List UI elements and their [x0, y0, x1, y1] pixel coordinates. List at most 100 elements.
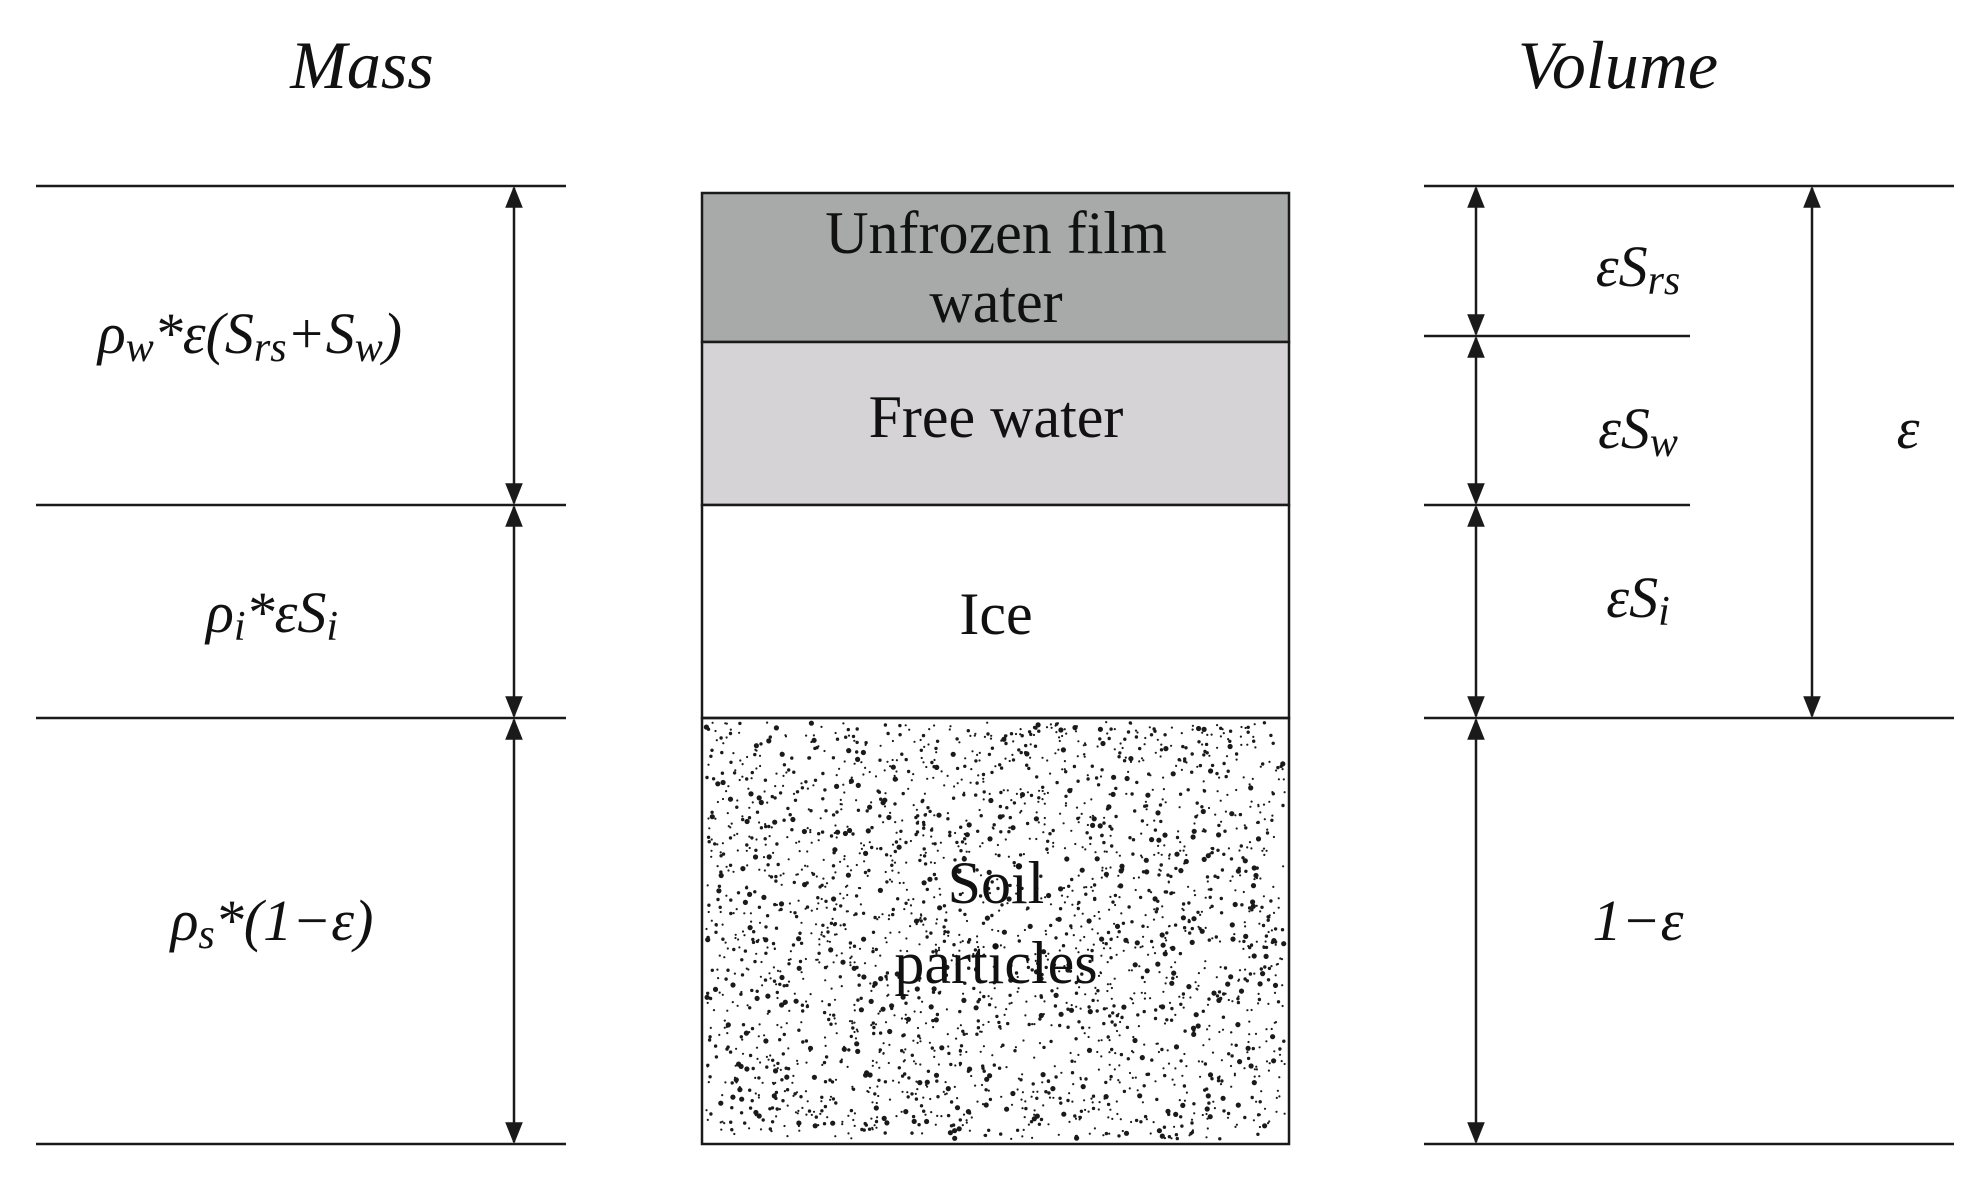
soil-dot — [886, 731, 890, 736]
soil-dot — [889, 811, 892, 815]
soil-dot — [1074, 842, 1077, 846]
soil-dot — [1153, 952, 1157, 955]
soil-dot — [823, 749, 826, 753]
soil-dot — [1175, 975, 1178, 979]
soil-dot — [776, 1023, 779, 1027]
soil-dot — [1017, 934, 1020, 937]
soil-dot — [955, 766, 960, 771]
soil-dot — [1136, 731, 1139, 734]
soil-dot — [1138, 746, 1142, 751]
soil-dot — [999, 830, 1003, 834]
soil-dot — [1158, 971, 1161, 974]
soil-dot — [904, 724, 907, 727]
soil-dot — [960, 778, 963, 781]
soil-dot — [1003, 734, 1008, 738]
soil-dot — [1187, 885, 1190, 888]
soil-dot — [1065, 1001, 1068, 1005]
soil-dot — [1253, 1068, 1256, 1071]
soil-dot — [804, 1090, 808, 1093]
soil-dot — [857, 983, 861, 987]
soil-dot — [728, 1050, 733, 1054]
soil-dot — [1109, 1078, 1112, 1081]
soil-dot — [1106, 961, 1109, 964]
soil-dot — [731, 1001, 734, 1004]
soil-dot — [858, 1007, 865, 1013]
soil-dot — [1099, 972, 1103, 975]
soil-dot — [1131, 838, 1136, 842]
soil-dot — [1262, 721, 1267, 725]
soil-dot — [796, 1062, 799, 1065]
soil-dot — [1085, 831, 1089, 835]
soil-dot — [1103, 850, 1106, 853]
soil-dot — [1239, 735, 1242, 738]
soil-dot — [820, 725, 823, 729]
soil-dot — [1260, 1090, 1263, 1093]
soil-dot — [768, 1107, 772, 1111]
soil-dot — [835, 836, 838, 839]
soil-dot — [1170, 966, 1173, 969]
soil-dot — [1027, 766, 1031, 771]
soil-dot — [1204, 742, 1209, 747]
soil-dot — [911, 1114, 916, 1119]
soil-dot — [849, 869, 853, 872]
soil-dot — [1180, 915, 1186, 921]
soil-dot — [1076, 779, 1080, 783]
soil-dot — [874, 775, 878, 778]
soil-dot — [892, 776, 898, 782]
soil-dot — [1130, 1120, 1133, 1124]
soil-dot — [900, 994, 906, 1000]
soil-dot — [747, 787, 750, 790]
soil-dot — [1109, 937, 1113, 941]
soil-dot — [782, 784, 785, 788]
phase-column: Unfrozen film water Free water Ice Soil … — [700, 191, 1291, 1146]
soil-dot — [948, 830, 952, 834]
soil-dot — [967, 1111, 972, 1115]
soil-dot — [1100, 833, 1104, 837]
soil-dot — [743, 934, 746, 937]
soil-dot — [1057, 748, 1060, 751]
soil-dot — [1246, 1051, 1249, 1054]
soil-dot — [730, 1106, 734, 1110]
soil-dot — [1165, 976, 1168, 979]
soil-dot — [730, 1128, 734, 1132]
soil-dot — [1019, 728, 1022, 731]
soil-dot — [1117, 1079, 1120, 1082]
soil-dot — [1053, 992, 1059, 999]
soil-dot — [917, 1080, 923, 1086]
soil-dot — [750, 920, 753, 923]
soil-dot — [1180, 732, 1183, 735]
soil-dot — [1266, 828, 1269, 831]
soil-dot — [735, 805, 739, 809]
soil-dot — [720, 1128, 723, 1131]
soil-dot — [982, 901, 985, 904]
soil-dot — [1142, 1009, 1146, 1014]
soil-dot — [1204, 960, 1207, 963]
soil-dot — [1079, 939, 1082, 942]
soil-dot — [1273, 991, 1277, 995]
soil-dot — [807, 1045, 814, 1051]
soil-dot — [710, 838, 713, 841]
soil-dot — [1054, 963, 1057, 966]
soil-dot — [1068, 1120, 1071, 1123]
soil-dot — [1216, 997, 1222, 1004]
soil-dot — [1184, 929, 1187, 933]
soil-dot — [1202, 753, 1206, 757]
soil-dot — [802, 977, 805, 980]
soil-dot — [1128, 1071, 1132, 1075]
soil-dot — [1084, 1077, 1088, 1081]
soil-dot — [1102, 1134, 1105, 1137]
soil-dot — [1251, 953, 1257, 959]
soil-dot — [869, 982, 872, 985]
soil-dot — [1117, 930, 1121, 934]
soil-dot — [805, 1113, 808, 1116]
soil-dot — [996, 843, 1000, 847]
soil-dot — [1071, 1100, 1074, 1103]
soil-dot — [808, 720, 815, 726]
soil-dot — [823, 788, 827, 792]
soil-dot — [1063, 760, 1066, 763]
soil-dot — [1017, 1077, 1021, 1080]
soil-dot — [1145, 792, 1151, 798]
soil-dot — [893, 802, 897, 806]
soil-dot — [1214, 935, 1219, 939]
soil-dot — [1266, 1122, 1270, 1125]
